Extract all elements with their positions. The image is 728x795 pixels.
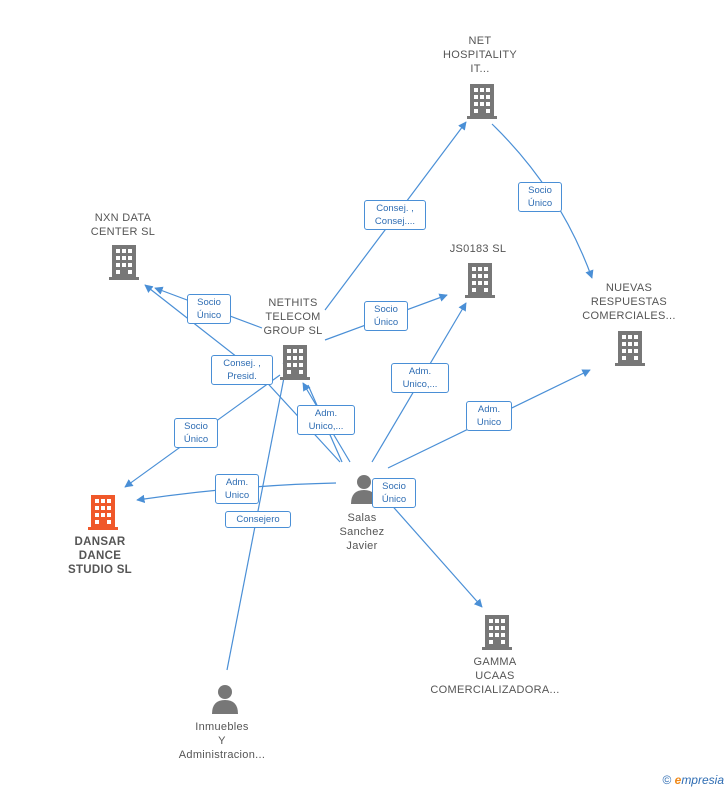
company-node-net-hospitality[interactable]: NET HOSPITALITY IT... (430, 34, 530, 76)
brand-logo-text: mpresia (681, 773, 724, 787)
building-icon (615, 331, 645, 366)
building-icon (109, 245, 139, 280)
person-icon (351, 475, 377, 504)
person-icon (212, 685, 238, 714)
edge-label-socio-unico-nxn[interactable]: Socio Único (187, 294, 231, 324)
person-node-salas[interactable]: Salas Sanchez Javier (317, 511, 407, 553)
company-label: NXN DATA CENTER SL (90, 212, 156, 238)
company-node-dansar[interactable]: DANSAR DANCE STUDIO SL (50, 535, 150, 577)
company-node-js0183[interactable]: JS0183 SL (428, 242, 528, 256)
edge-label-socio-unico-js[interactable]: Socio Único (364, 301, 408, 331)
edge-label-socio-unico-gamma[interactable]: Socio Único (372, 478, 416, 508)
edge-label-adm-unico-nuevas[interactable]: Adm. Unico (466, 401, 512, 431)
building-icon (467, 84, 497, 119)
building-icon (482, 615, 512, 650)
company-label: JS0183 SL (449, 243, 507, 255)
company-label: DANSAR DANCE STUDIO SL (67, 536, 133, 576)
building-icon (465, 263, 495, 298)
brand-logo-e: e (674, 773, 682, 787)
person-label: Inmuebles Y Administracion... (178, 721, 266, 761)
edge-label-adm-unico-dansar[interactable]: Adm. Unico (215, 474, 259, 504)
edge-label-socio-unico-nuevas[interactable]: Socio Único (518, 182, 562, 212)
company-node-nuevas[interactable]: NUEVAS RESPUESTAS COMERCIALES... (573, 281, 685, 323)
edge-label-adm-unico-js[interactable]: Adm. Unico,... (391, 363, 449, 393)
person-label: Salas Sanchez Javier (339, 512, 385, 552)
company-node-nxn[interactable]: NXN DATA CENTER SL (73, 211, 173, 239)
edge-label-consej-consej[interactable]: Consej. , Consej.... (364, 200, 426, 230)
edge-label-socio-unico-dansar[interactable]: Socio Único (174, 418, 218, 448)
person-node-inmuebles[interactable]: Inmuebles Y Administracion... (162, 720, 282, 762)
company-node-gamma[interactable]: GAMMA UCAAS COMERCIALIZADORA... (424, 655, 566, 697)
company-label: NETHITS TELECOM GROUP SL (263, 297, 323, 337)
empresia-brand[interactable]: © empresia (662, 773, 724, 787)
company-label: GAMMA UCAAS COMERCIALIZADORA... (430, 656, 560, 696)
edge-label-consejero[interactable]: Consejero (225, 511, 291, 528)
company-label: NET HOSPITALITY IT... (443, 35, 517, 75)
company-label: NUEVAS RESPUESTAS COMERCIALES... (582, 282, 676, 322)
company-node-nethits[interactable]: NETHITS TELECOM GROUP SL (243, 296, 343, 338)
edge-salas-gamma (379, 491, 483, 608)
edge-label-adm-unico-nethits[interactable]: Adm. Unico,... (297, 405, 355, 435)
edge-label-consej-presid[interactable]: Consej. , Presid. (211, 355, 273, 385)
copyright-symbol: © (662, 773, 672, 787)
building-icon (280, 345, 310, 380)
building-icon (88, 495, 118, 530)
